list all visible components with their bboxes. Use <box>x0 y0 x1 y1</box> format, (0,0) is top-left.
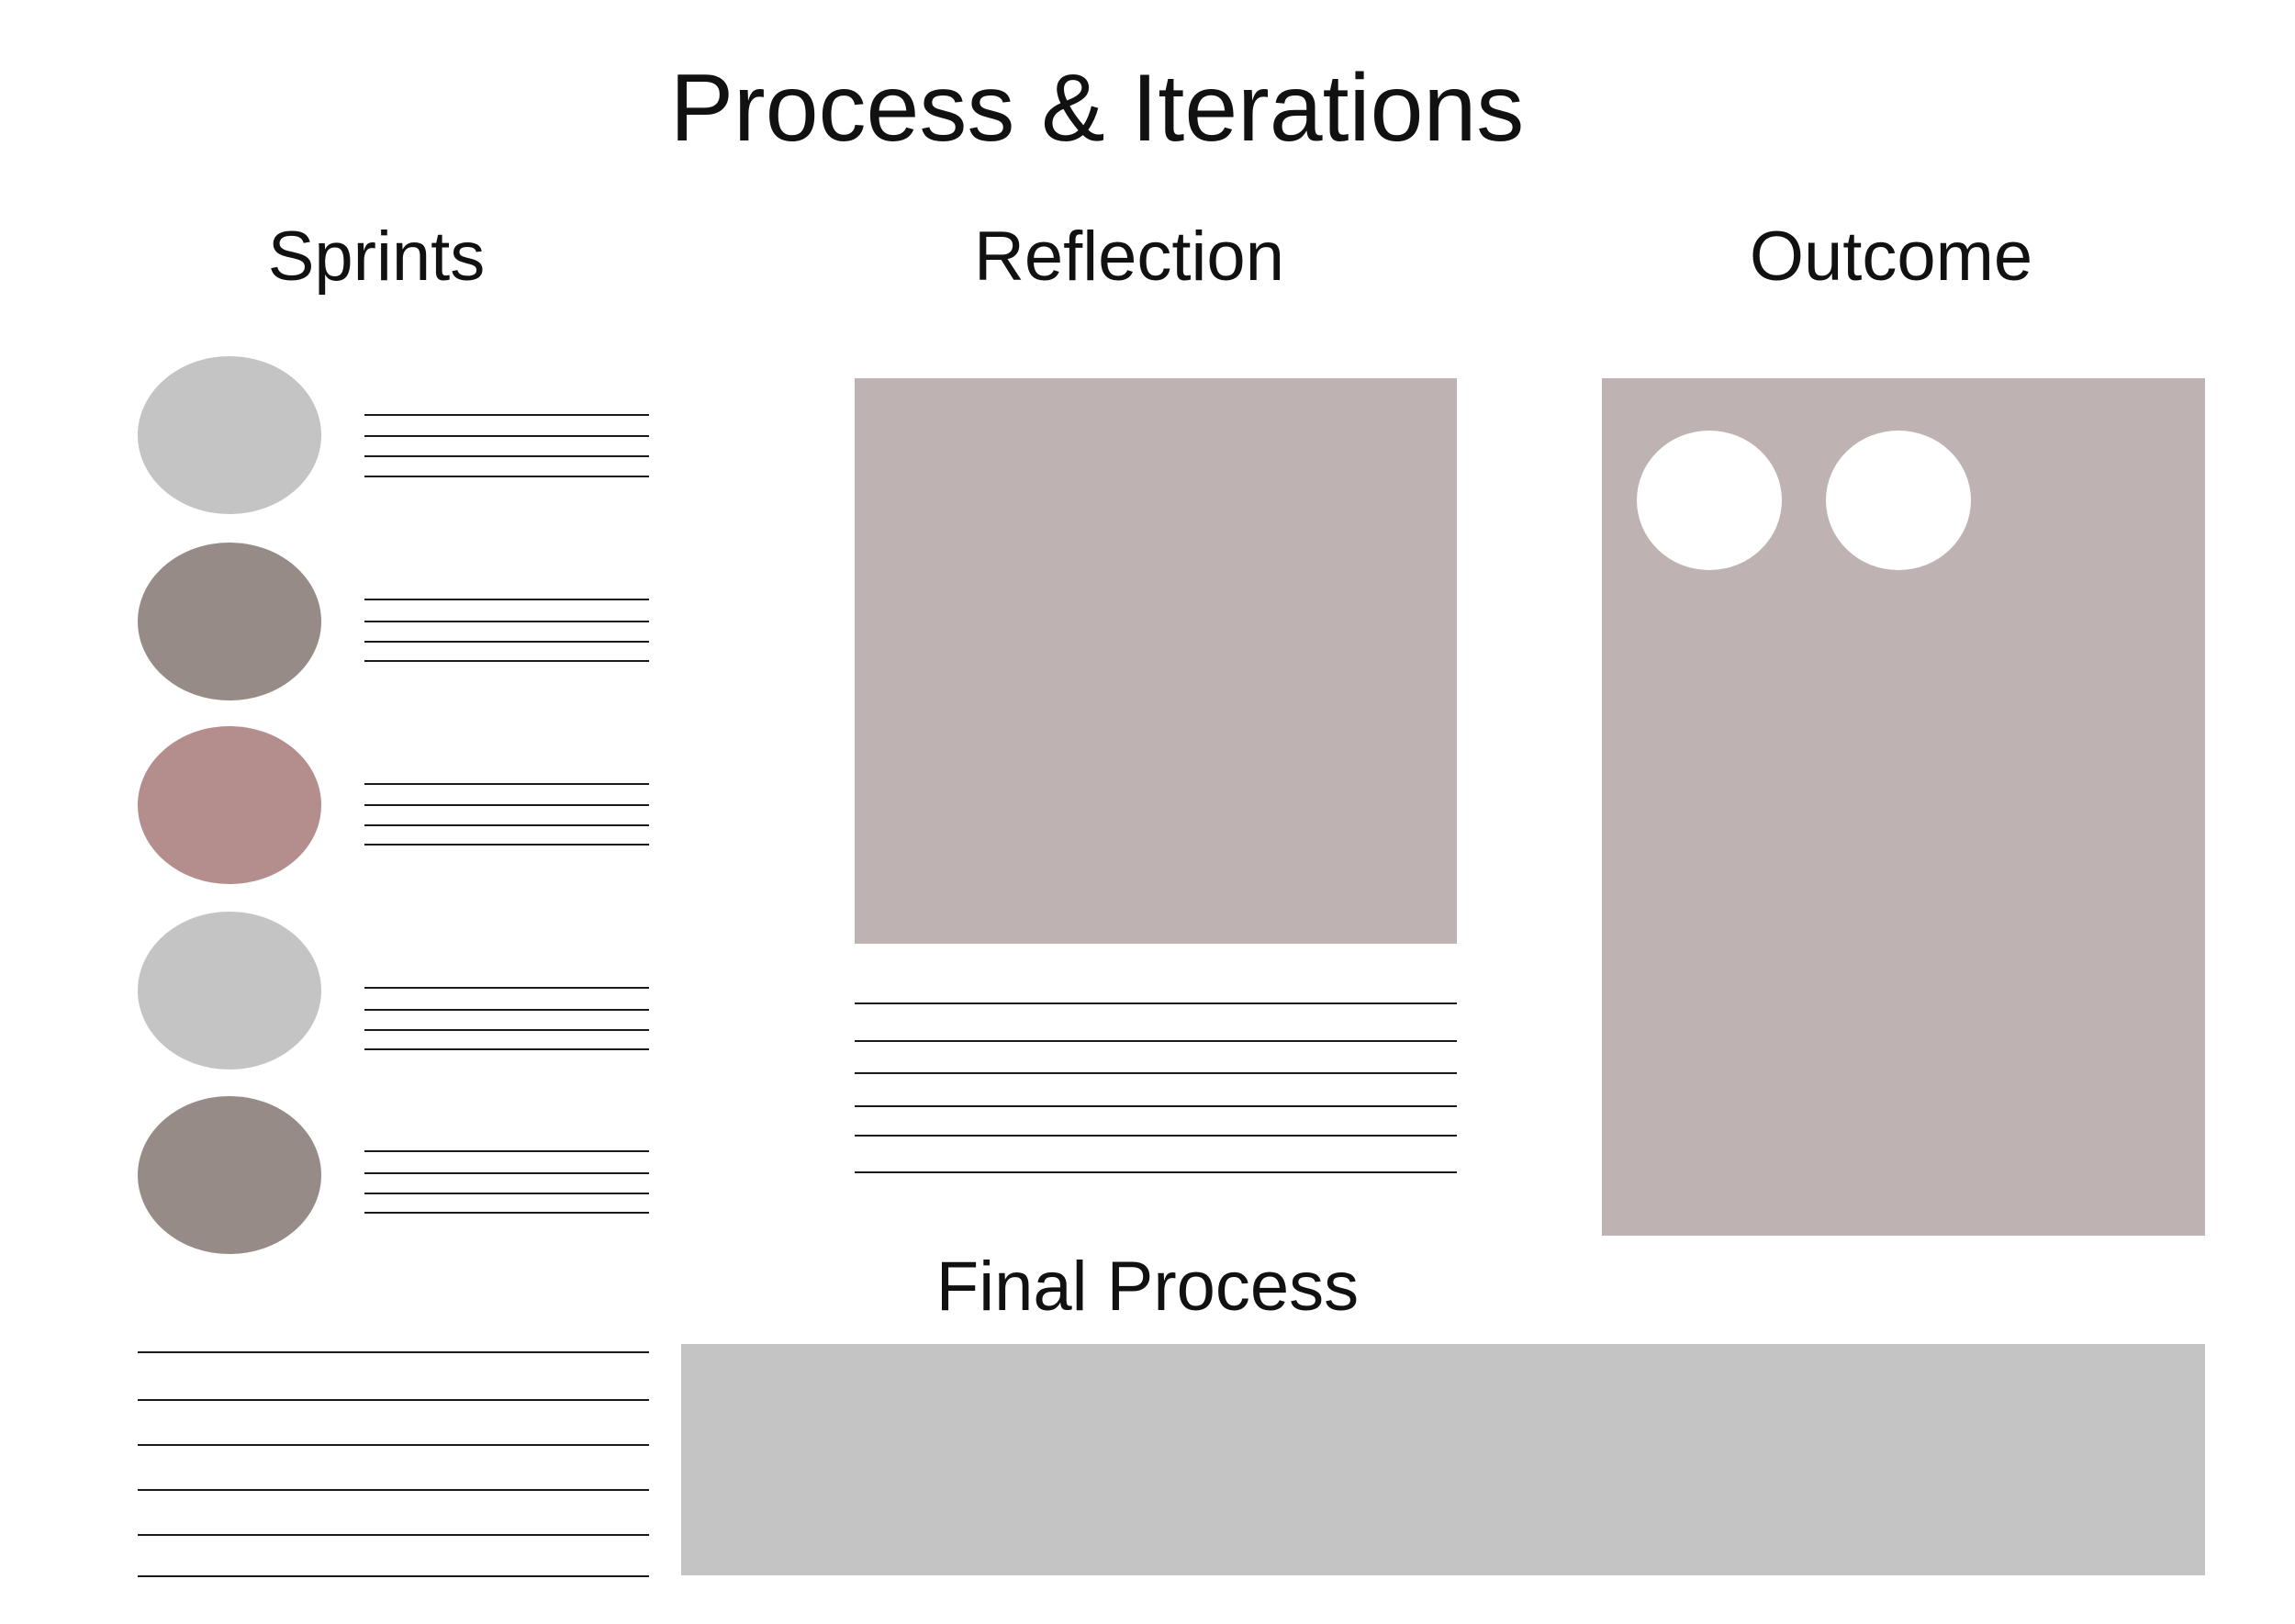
text-placeholder-line <box>364 1048 649 1050</box>
text-placeholder-line <box>364 1193 649 1194</box>
text-placeholder-line <box>364 435 649 437</box>
text-placeholder-line <box>364 599 649 600</box>
reflection-heading: Reflection <box>974 218 1284 296</box>
text-placeholder-line <box>364 844 649 846</box>
text-placeholder-line <box>138 1399 649 1401</box>
text-placeholder-line <box>364 804 649 806</box>
outcome-circle-2 <box>1826 431 1971 570</box>
text-placeholder-line <box>138 1444 649 1446</box>
text-placeholder-line <box>364 641 649 643</box>
text-placeholder-line <box>364 414 649 416</box>
text-placeholder-line <box>364 1212 649 1214</box>
text-placeholder-line <box>364 1009 649 1011</box>
text-placeholder-line <box>364 1029 649 1031</box>
final-process-heading: Final Process <box>935 1248 1360 1326</box>
sprint-circle-5 <box>138 1096 321 1254</box>
text-placeholder-line <box>364 824 649 826</box>
outcome-image-placeholder <box>1602 378 2205 1236</box>
text-placeholder-line <box>364 455 649 457</box>
text-placeholder-line <box>855 1135 1457 1137</box>
text-placeholder-line <box>138 1575 649 1577</box>
text-placeholder-line <box>364 987 649 989</box>
sprint-circle-4 <box>138 912 321 1070</box>
text-placeholder-line <box>364 783 649 785</box>
sprint-circle-3 <box>138 726 321 884</box>
final-process-placeholder <box>681 1344 2205 1575</box>
text-placeholder-line <box>364 476 649 477</box>
text-placeholder-line <box>138 1489 649 1491</box>
sprint-circle-2 <box>138 543 321 700</box>
page-title: Process & Iterations <box>669 55 1525 162</box>
text-placeholder-line <box>855 1171 1457 1173</box>
text-placeholder-line <box>855 1040 1457 1042</box>
outcome-heading: Outcome <box>1749 218 2033 296</box>
outcome-circle-1 <box>1637 431 1782 570</box>
text-placeholder-line <box>364 1150 649 1152</box>
text-placeholder-line <box>364 1172 649 1174</box>
reflection-image-placeholder <box>855 378 1457 944</box>
text-placeholder-line <box>364 621 649 622</box>
sprints-heading: Sprints <box>267 218 486 296</box>
text-placeholder-line <box>855 1072 1457 1074</box>
text-placeholder-line <box>364 660 649 662</box>
text-placeholder-line <box>855 1002 1457 1004</box>
sprint-circle-1 <box>138 356 321 514</box>
text-placeholder-line <box>138 1534 649 1536</box>
text-placeholder-line <box>138 1351 649 1353</box>
text-placeholder-line <box>855 1105 1457 1107</box>
